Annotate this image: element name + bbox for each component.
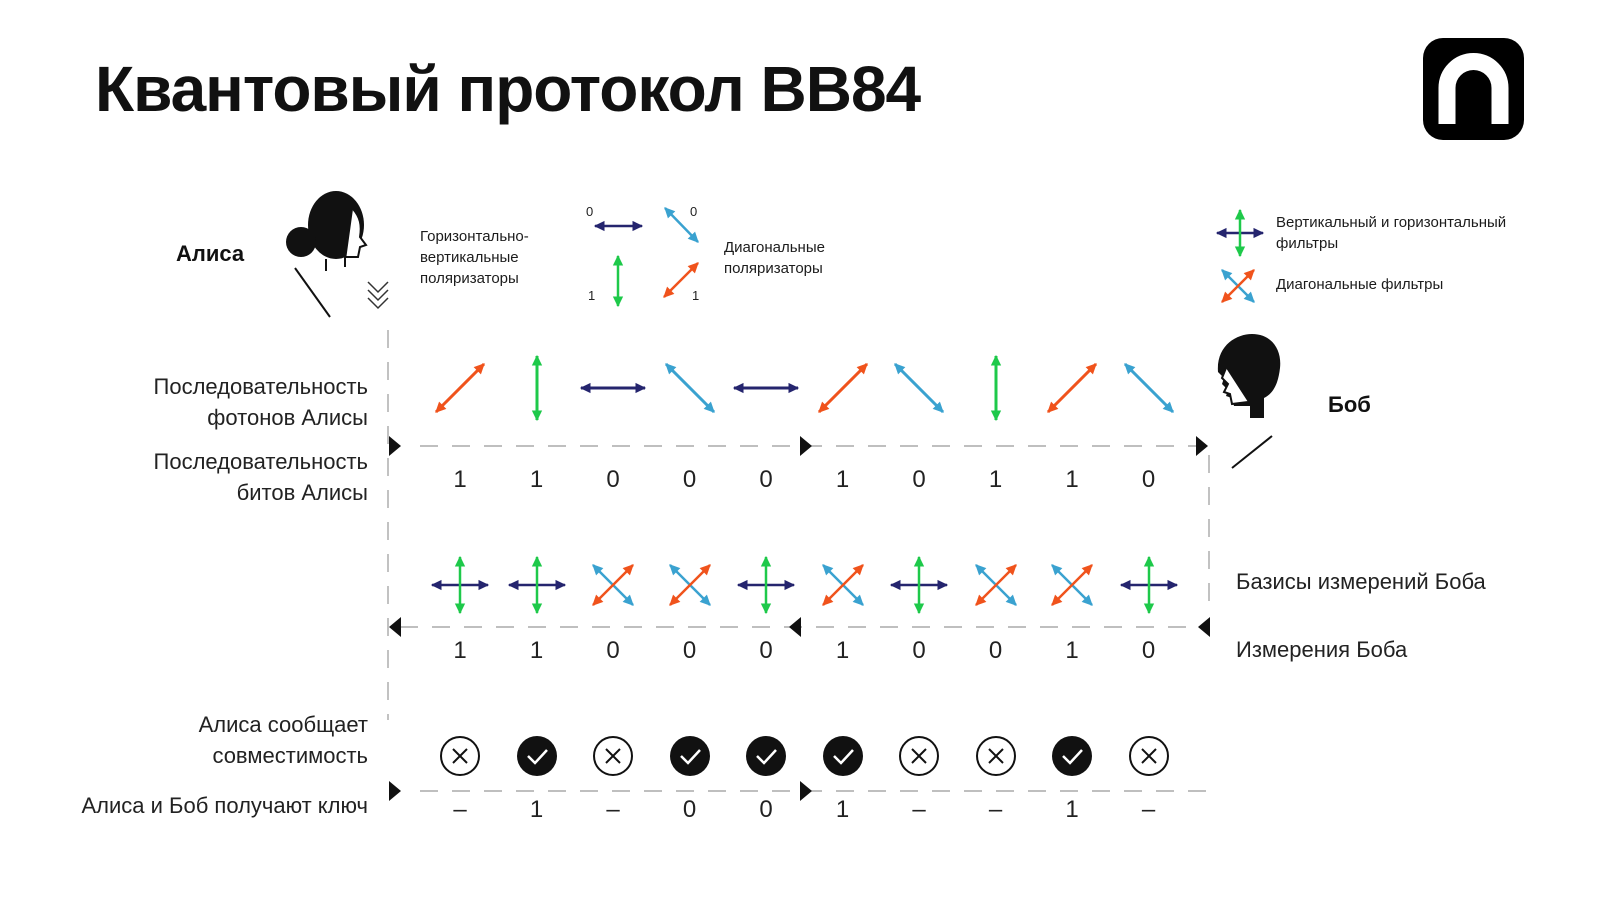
check-circle-icon bbox=[516, 736, 557, 776]
alice-bit-value: 1 bbox=[835, 466, 850, 493]
bob-name: Боб bbox=[1328, 392, 1371, 417]
photon-diag-nw-arrow-icon bbox=[1123, 362, 1174, 414]
legend-hv-filter-icon bbox=[1215, 208, 1265, 258]
key-bit-value: – bbox=[1141, 796, 1156, 823]
key-row-label: Алиса и Боб получают ключ bbox=[81, 793, 368, 818]
photon-vertical-arrow-icon bbox=[531, 354, 542, 422]
bob-basis-diagonal-icon bbox=[974, 564, 1017, 606]
bob-measurement-value: 1 bbox=[1065, 637, 1079, 664]
bob-basis-rectilinear-icon bbox=[889, 555, 949, 615]
key-bit-value: – bbox=[606, 796, 620, 823]
legend-bit-label: 1 bbox=[692, 288, 700, 303]
cross-circle-icon bbox=[1128, 736, 1169, 776]
key-bit-value: – bbox=[453, 796, 467, 823]
photons-row-label: Последовательность фотонов Алисы bbox=[153, 374, 368, 430]
bob-basis-rectilinear-icon bbox=[1119, 555, 1178, 615]
bob-measurement-value: 1 bbox=[835, 637, 850, 664]
legend-diag-filters-label: Диагональные фильтры bbox=[1276, 276, 1444, 293]
alice-bit-value: 1 bbox=[1065, 466, 1079, 493]
bob-measurement-value: 0 bbox=[682, 637, 697, 664]
alice-bit-value: 1 bbox=[529, 466, 544, 493]
bob-measurement-value: 0 bbox=[606, 637, 620, 664]
bob-basis-rectilinear-icon bbox=[430, 555, 490, 615]
legend-bit-label: 1 bbox=[588, 288, 596, 303]
photon-diag-ne-arrow-icon bbox=[434, 362, 486, 414]
legend-hv-polarizers-label: Горизонтально- вертикальные поляризаторы bbox=[420, 228, 529, 287]
bob-basis-diagonal-icon bbox=[592, 564, 634, 606]
bob-measurement-value: 0 bbox=[988, 637, 1003, 664]
bob-measurement-value: 0 bbox=[759, 637, 773, 664]
bob-basis-rectilinear-icon bbox=[736, 555, 796, 615]
bob-measurement-value: 0 bbox=[1141, 637, 1156, 664]
bits-row-label: Последовательность битов Алисы bbox=[153, 449, 368, 505]
alice-bit-value: 1 bbox=[988, 466, 1003, 493]
photon-diag-nw-arrow-icon bbox=[893, 362, 945, 414]
legend-hv-filters-label: Вертикальный и горизонтальный фильтры bbox=[1276, 214, 1507, 252]
bob-measurement-value: 1 bbox=[453, 637, 467, 664]
photon-vertical-arrow-icon bbox=[990, 354, 1001, 422]
key-bit-value: 1 bbox=[1065, 796, 1079, 823]
bob-avatar-icon bbox=[1217, 334, 1281, 469]
alice-bit-value: 0 bbox=[682, 466, 697, 493]
key-bit-value: 1 bbox=[529, 796, 544, 823]
alice-bit-value: 0 bbox=[759, 466, 773, 493]
alice-bit-value: 0 bbox=[1141, 466, 1156, 493]
chevron-down-icon bbox=[367, 281, 389, 310]
alice-bit-value: 0 bbox=[606, 466, 620, 493]
bob-basis-rectilinear-icon bbox=[507, 555, 566, 615]
key-bit-value: 1 bbox=[835, 796, 850, 823]
cross-circle-icon bbox=[975, 736, 1016, 776]
page-title: Квантовый протокол ВВ84 bbox=[95, 53, 921, 125]
bob-basis-diagonal-icon bbox=[668, 564, 711, 606]
bob-measurement-value: 0 bbox=[912, 637, 926, 664]
alice-name: Алиса bbox=[176, 241, 245, 266]
legend-diag-filter-icon bbox=[1221, 269, 1255, 303]
alice-bit-value: 0 bbox=[912, 466, 926, 493]
cross-circle-icon bbox=[593, 736, 633, 776]
measurements-row-label: Измерения Боба bbox=[1236, 637, 1408, 662]
bases-row-label: Базисы измерений Боба bbox=[1236, 569, 1486, 594]
alice-bit-value: 1 bbox=[453, 466, 467, 493]
check-circle-icon bbox=[1052, 736, 1092, 776]
photon-diag-ne-arrow-icon bbox=[1046, 362, 1098, 414]
check-circle-icon bbox=[822, 736, 863, 776]
bob-basis-diagonal-icon bbox=[821, 564, 864, 606]
legend-polarizer-icons bbox=[580, 205, 700, 310]
check-circle-icon bbox=[746, 736, 786, 776]
legend-diag-polarizers-label: Диагональные поляризаторы bbox=[724, 239, 825, 277]
cross-circle-icon bbox=[899, 736, 939, 776]
compat-row-label: Алиса сообщает совместимость bbox=[198, 712, 368, 768]
photon-horizontal-arrow-icon bbox=[579, 382, 647, 394]
key-bit-value: – bbox=[988, 796, 1003, 823]
key-bit-value: 0 bbox=[682, 796, 697, 823]
alice-avatar-icon bbox=[286, 191, 368, 318]
bob-measurement-value: 1 bbox=[529, 637, 544, 664]
legend-bit-label: 0 bbox=[690, 204, 698, 219]
bob-basis-diagonal-icon bbox=[1051, 564, 1093, 606]
cross-circle-icon bbox=[440, 736, 480, 776]
brand-logo-icon bbox=[1423, 38, 1524, 140]
photon-horizontal-arrow-icon bbox=[732, 382, 800, 394]
photon-diag-nw-arrow-icon bbox=[664, 362, 715, 414]
check-circle-icon bbox=[669, 736, 710, 776]
photon-diag-ne-arrow-icon bbox=[817, 362, 868, 414]
key-bit-value: 0 bbox=[759, 796, 773, 823]
key-bit-value: – bbox=[912, 796, 926, 823]
legend-bit-label: 0 bbox=[586, 204, 594, 219]
